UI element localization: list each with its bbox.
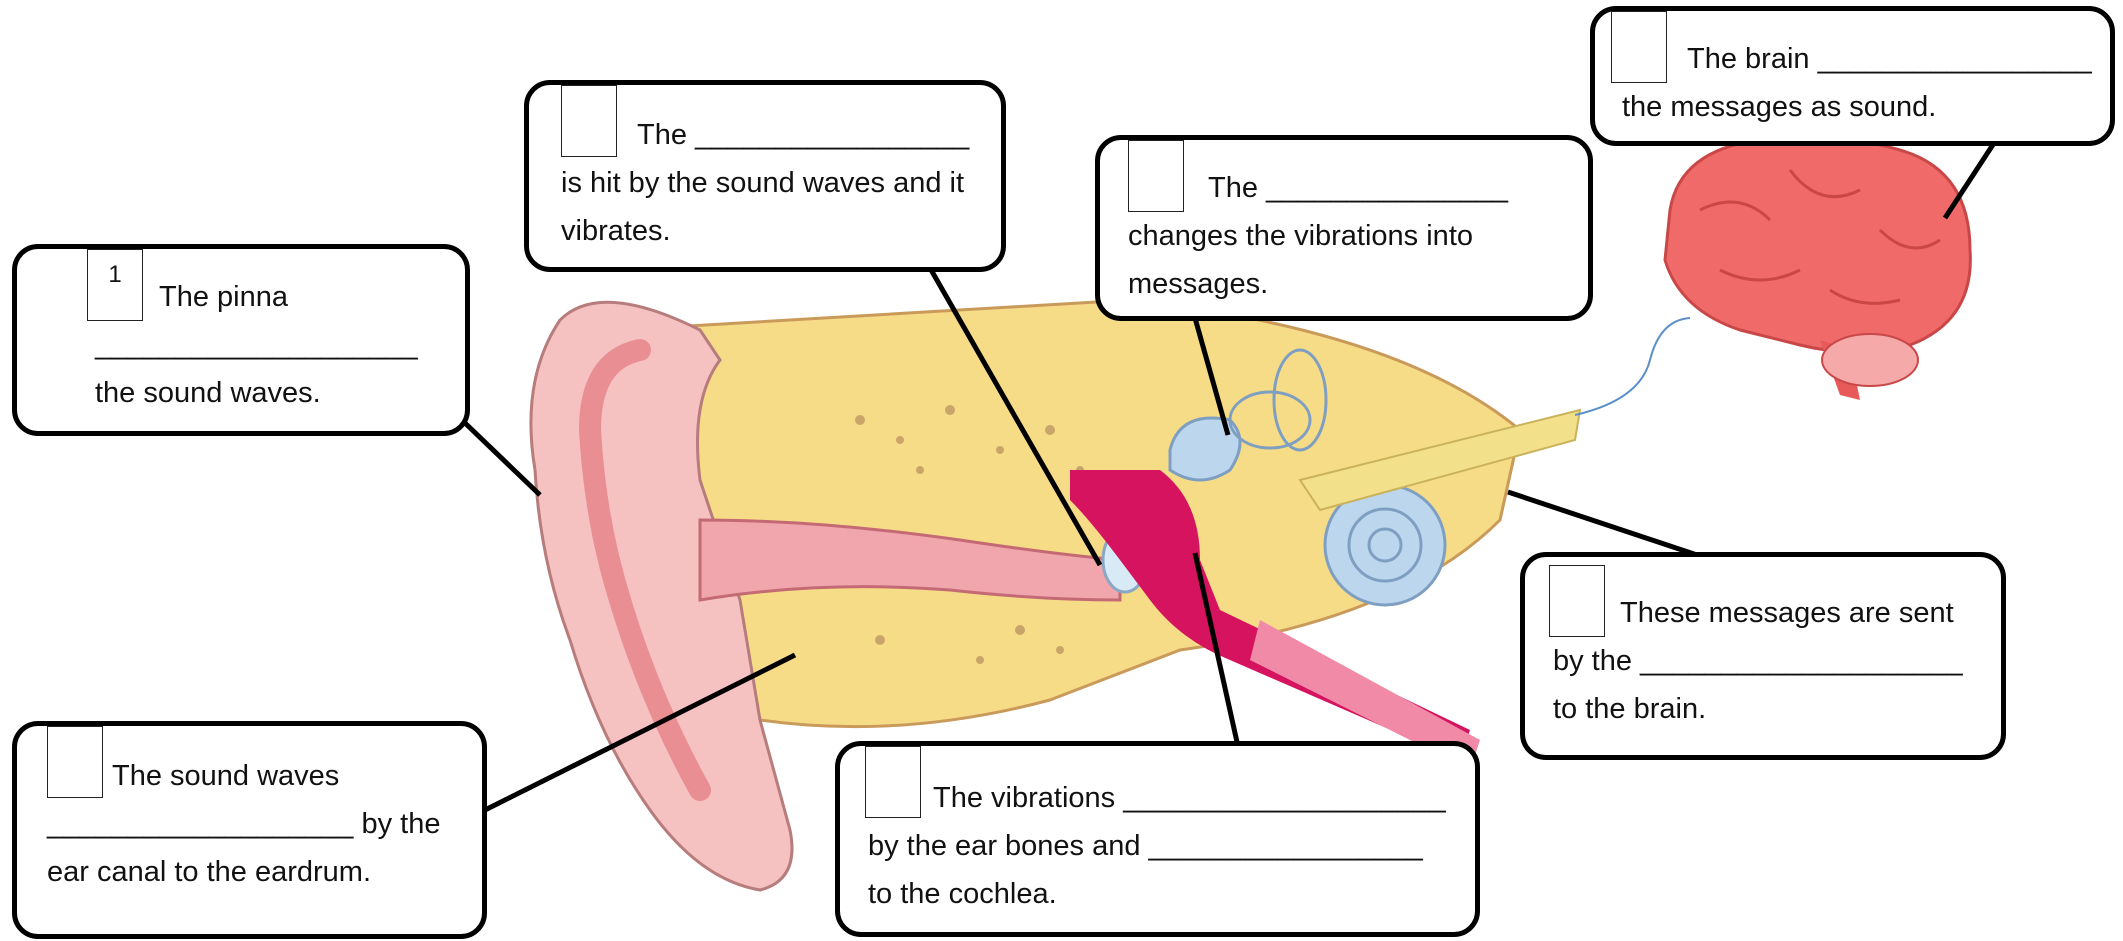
answer-box-cochlea[interactable]: [1128, 140, 1184, 212]
eardrum-line-2: is hit by the sound waves and it: [561, 159, 964, 207]
brain-illustration: [1665, 137, 1970, 400]
answer-box-eardrum[interactable]: [561, 85, 617, 157]
nerve-line-1: These messages are sent: [1620, 589, 1954, 637]
eardrum-line-3: vibrates.: [561, 207, 671, 255]
pointer-brain: [1945, 140, 1996, 218]
answer-box-brain[interactable]: [1611, 11, 1667, 83]
answer-box-canal[interactable]: [47, 726, 103, 798]
answer-box-1[interactable]: 1: [87, 249, 143, 321]
pointer-nerve: [1508, 492, 1697, 555]
bones-line-2: by the ear bones and _________________: [868, 822, 1423, 870]
cochlea-line-3: messages.: [1128, 260, 1268, 308]
bones-line-1: The vibrations ____________________: [933, 774, 1446, 822]
eardrum-line-1: The _________________: [637, 111, 969, 159]
canal-line-2: ___________________ by the: [47, 800, 441, 848]
nerve-line-2: by the ____________________: [1553, 637, 1963, 685]
label-box-eardrum: The _________________ is hit by the soun…: [524, 80, 1006, 272]
answer-box-nerve[interactable]: [1549, 565, 1605, 637]
bones-line-3: to the cochlea.: [868, 870, 1057, 918]
nerve-to-brain: [1575, 318, 1690, 415]
cochlea-line-2: changes the vibrations into: [1128, 212, 1473, 260]
cochlea-line-1: The _______________: [1208, 164, 1508, 212]
brain-line-2: the messages as sound.: [1622, 83, 1936, 131]
label-box-nerve: These messages are sent by the _________…: [1520, 552, 2006, 760]
canal-line-3: ear canal to the eardrum.: [47, 848, 371, 896]
label-box-ear-bones: The vibrations ____________________ by t…: [835, 741, 1480, 937]
pointer-pinna: [465, 423, 540, 495]
pinna-line-2: ____________________: [95, 321, 418, 369]
label-box-pinna: 1 The pinna ____________________ the sou…: [12, 244, 470, 436]
nerve-line-3: to the brain.: [1553, 685, 1706, 733]
answer-box-bones[interactable]: [865, 746, 921, 818]
canal-line-1: The sound waves: [112, 752, 339, 800]
label-box-ear-canal: The sound waves ___________________ by t…: [12, 721, 487, 939]
brain-line-1: The brain _________________: [1687, 35, 2092, 83]
label-box-cochlea: The _______________ changes the vibratio…: [1095, 135, 1593, 321]
label-box-brain: The brain _________________ the messages…: [1590, 6, 2115, 146]
pinna-line-1: The pinna: [159, 273, 288, 321]
pinna-line-3: the sound waves.: [95, 369, 321, 417]
